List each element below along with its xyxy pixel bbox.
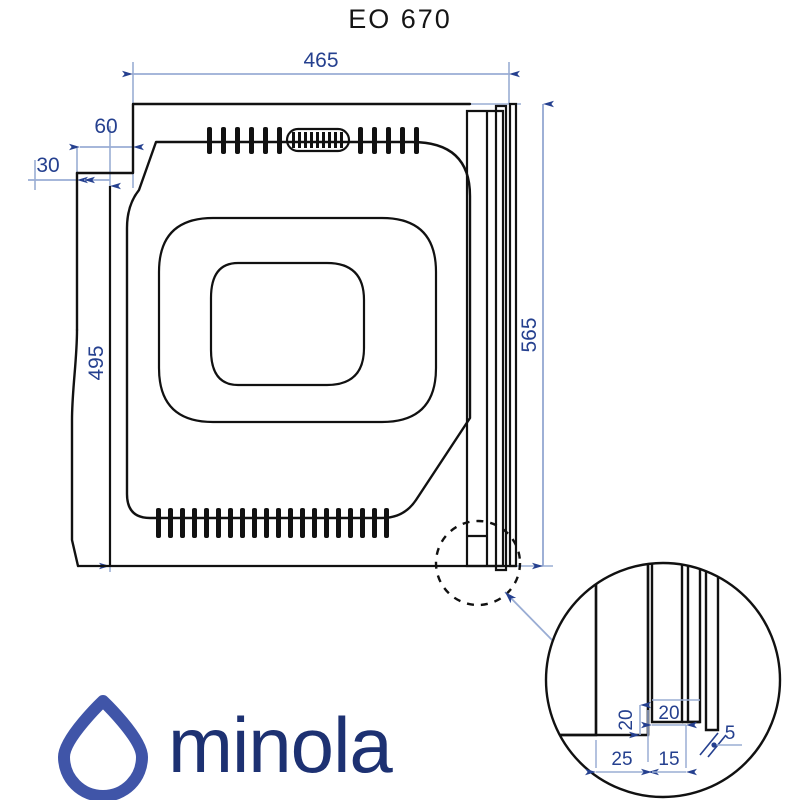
detail-label-25: 25 (611, 749, 632, 770)
bottom-vent-slots (156, 508, 389, 538)
brand-name: minola (168, 701, 393, 789)
detail-dimension-inner-width: 15 (641, 749, 697, 776)
detail-label-15: 15 (658, 749, 679, 770)
page-title: EO 670 (348, 4, 452, 34)
dimension-label-465: 465 (303, 49, 338, 72)
dimension-label-60: 60 (94, 115, 117, 138)
water-drop-icon (58, 695, 148, 800)
dimension-label-565: 565 (518, 317, 541, 352)
detail-view: 20 20 25 15 (544, 561, 782, 799)
detail-label-5: 5 (725, 723, 736, 744)
detail-label-20-vertical: 20 (616, 709, 637, 730)
top-vent-slots (207, 127, 419, 154)
dimension-flange-depth: 60 (69, 115, 144, 151)
door-glass-panels (465, 102, 518, 572)
dimension-width-overall: 465 (122, 49, 520, 78)
dimension-body-height: 495 (85, 182, 121, 570)
top-center-grille (285, 127, 351, 153)
detail-dimension-glass-thickness: 5 (699, 723, 742, 758)
dimension-label-495: 495 (85, 345, 108, 380)
door-cavity-inner (209, 261, 366, 387)
dimension-label-30: 30 (36, 154, 59, 177)
door-cavity-outer (157, 216, 438, 424)
dimension-rear-offset: 30 (28, 154, 110, 184)
detail-dimension-glass-height: 20 (616, 701, 651, 739)
detail-label-20-horizontal: 20 (658, 703, 679, 724)
oven-body-outline (125, 140, 472, 520)
dimension-overall-height: 565 (518, 100, 554, 570)
detail-callout-circle (434, 519, 522, 607)
detail-leader-line (504, 591, 554, 642)
oven-outline (70, 102, 472, 568)
detail-dimension-gap-width: 20 (641, 703, 697, 729)
detail-dimension-panel-width: 25 (585, 749, 659, 776)
brand-logo: minola (58, 695, 394, 800)
